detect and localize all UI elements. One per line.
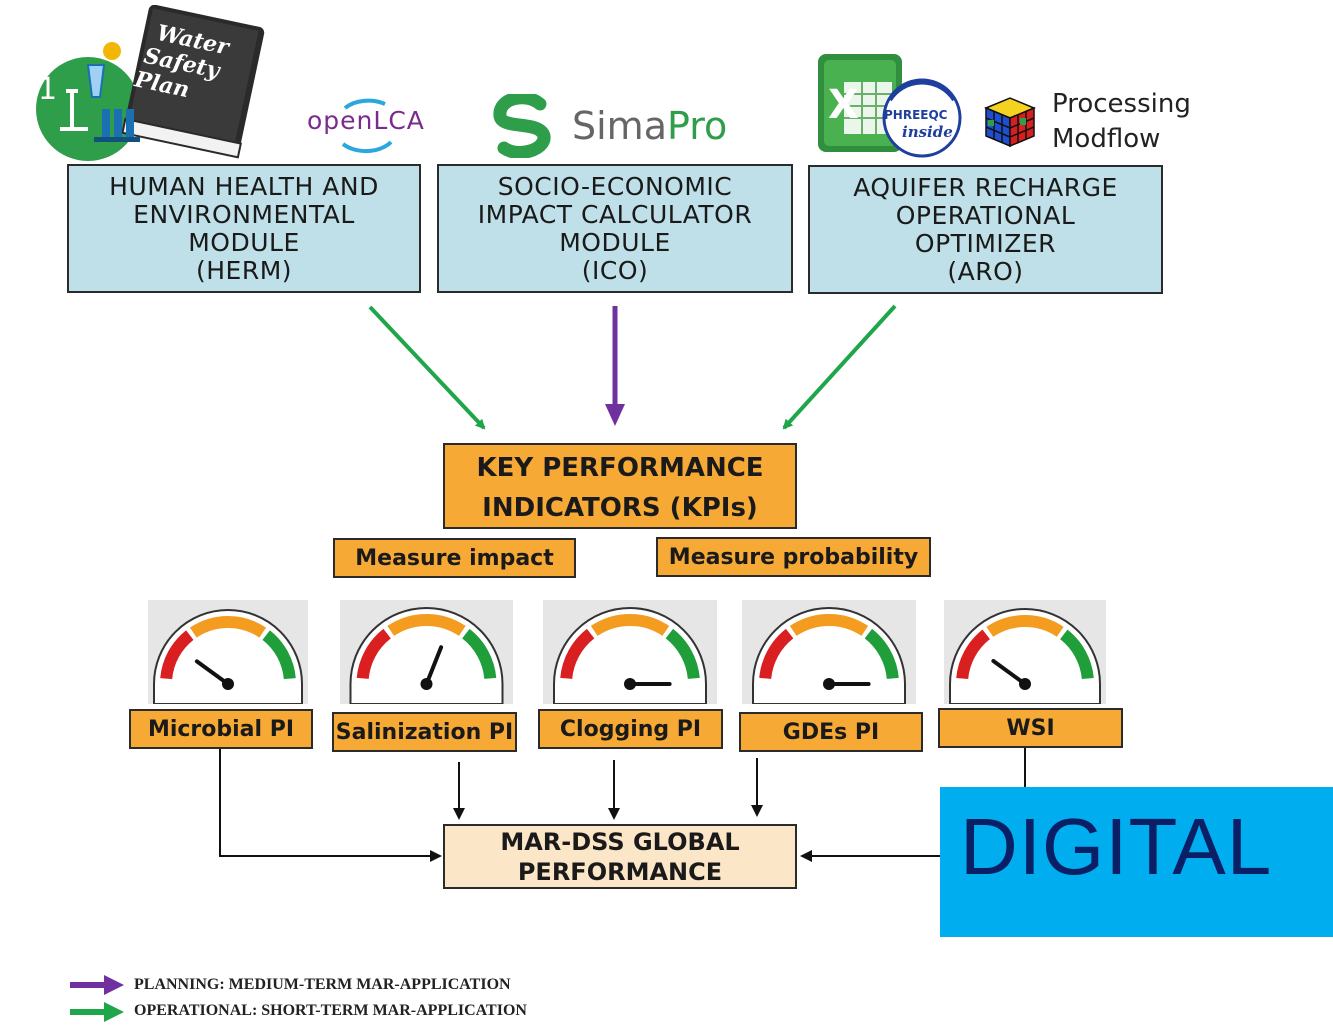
svg-text:X: X [828, 82, 859, 128]
module-ico-line-3: MODULE [559, 227, 671, 257]
tools-list: Processing Modflow [1052, 87, 1191, 157]
gauge-green-band [665, 628, 700, 680]
openlca-text: openLCA [307, 106, 425, 135]
digital-banner: DIGITAL [940, 787, 1333, 937]
gauge-dial [752, 607, 906, 704]
gauge-red-band [356, 628, 391, 680]
module-ico-line-1: SOCIO-ECONOMIC [497, 171, 733, 201]
gauge-dial [949, 608, 1101, 704]
gauge-wsi [944, 600, 1106, 704]
water-safety-plan-logo [36, 5, 265, 161]
cube-icon [984, 97, 1036, 148]
legend-planning-text: PLANNING: MEDIUM-TERM MAR-APPLICATION [134, 976, 511, 993]
gauge-gdes [742, 600, 916, 704]
measure-probability-label: Measure probability [656, 537, 931, 577]
global-line-2: PERFORMANCE [517, 857, 723, 886]
measure-impact-label: Measure impact [333, 538, 576, 578]
arrow-herm-to-kpi [368, 305, 486, 430]
module-ico-line-4: (ICO) [581, 255, 649, 285]
simapro-icon [493, 94, 551, 158]
arrow-aro-to-kpi [782, 304, 897, 430]
gauge-green-band [462, 628, 497, 680]
module-aro-line-2: OPERATIONAL [895, 200, 1076, 230]
simapro-text: SimaPro [572, 104, 727, 148]
gauge-needle [424, 645, 444, 686]
module-herm: HUMAN HEALTH AND ENVIRONMENTAL MODULE (H… [67, 164, 421, 293]
digital-banner-text: DIGITAL [960, 802, 1273, 891]
module-herm-line-2: ENVIRONMENTAL [133, 199, 355, 229]
tool-processing: Processing [1052, 89, 1191, 119]
gauge-pivot [222, 678, 234, 690]
indicator-wsi: WSI [938, 708, 1123, 748]
indicator-microbial: Microbial PI [129, 709, 313, 749]
tool-modflow: Modflow [1052, 124, 1161, 154]
module-ico: SOCIO-ECONOMIC IMPACT CALCULATOR MODULE … [437, 164, 793, 293]
phreeqc-inside-text: inside [902, 123, 953, 141]
gauge-red-band [759, 628, 794, 680]
gauge-dial [553, 607, 707, 704]
indicator-clogging: Clogging PI [538, 709, 723, 749]
gauge-needle [991, 659, 1027, 686]
gauge-green-band [1059, 629, 1094, 680]
gauge-red-band [160, 630, 194, 680]
module-aro-line-1: AQUIFER RECHARGE [853, 172, 1118, 202]
legend-planning-arrow [70, 975, 124, 995]
module-herm-line-4: (HERM) [195, 255, 293, 285]
arrow-ico-head [605, 404, 625, 426]
gauge-pivot [1019, 678, 1031, 690]
gauge-red-band [560, 628, 595, 680]
module-ico-line-2: IMPACT CALCULATOR [477, 199, 753, 229]
module-aro: AQUIFER RECHARGE OPERATIONAL OPTIMIZER (… [808, 165, 1163, 294]
kpi-box: KEY PERFORMANCE INDICATORS (KPIs) [443, 443, 797, 529]
legend-operational-text: OPERATIONAL: SHORT-TERM MAR-APPLICATION [134, 1002, 527, 1019]
module-herm-line-1: HUMAN HEALTH AND [109, 171, 379, 201]
gauge-green-band [864, 628, 899, 680]
openlca-logo [341, 98, 393, 154]
indicator-salinization: Salinization PI [332, 712, 517, 752]
module-aro-line-4: (ARO) [947, 256, 1024, 286]
simapro-prefix: Sima [572, 104, 667, 148]
phreeqc-text: PHREEQC [884, 108, 948, 122]
module-herm-line-3: MODULE [188, 227, 300, 257]
gauge-clogging [543, 600, 717, 704]
global-performance-box: MAR-DSS GLOBAL PERFORMANCE [443, 824, 797, 889]
gauge-dial [153, 609, 303, 704]
gauge-orange-band [986, 615, 1064, 637]
global-line-1: MAR-DSS GLOBAL [500, 827, 740, 856]
gauge-salinization [340, 600, 513, 704]
indicator-gdes: GDEs PI [739, 712, 923, 752]
gauge-pivot [624, 678, 636, 690]
simapro-suffix: Pro [666, 104, 728, 148]
wsp-badge-number: 1 [38, 72, 58, 107]
gauge-needle [194, 659, 230, 686]
module-aro-line-3: OPTIMIZER [914, 228, 1057, 258]
line-microbial-to-global [219, 748, 442, 862]
gauge-orange-band [789, 613, 869, 636]
gauge-dial [349, 607, 504, 704]
excel-phreeqc-logo: X [818, 54, 962, 158]
legend-operational-arrow [70, 1002, 124, 1022]
gauge-orange-band [189, 615, 267, 638]
gauge-orange-band [590, 613, 670, 636]
kpi-line-1: KEY PERFORMANCE [476, 453, 764, 483]
gauge-microbial [148, 600, 308, 704]
gauge-red-band [956, 629, 991, 680]
gauge-pivot [420, 678, 433, 690]
gauge-pivot [823, 678, 835, 690]
gauge-orange-band [387, 613, 466, 636]
gauge-green-band [262, 630, 296, 680]
kpi-line-2: INDICATORS (KPIs) [482, 493, 758, 523]
